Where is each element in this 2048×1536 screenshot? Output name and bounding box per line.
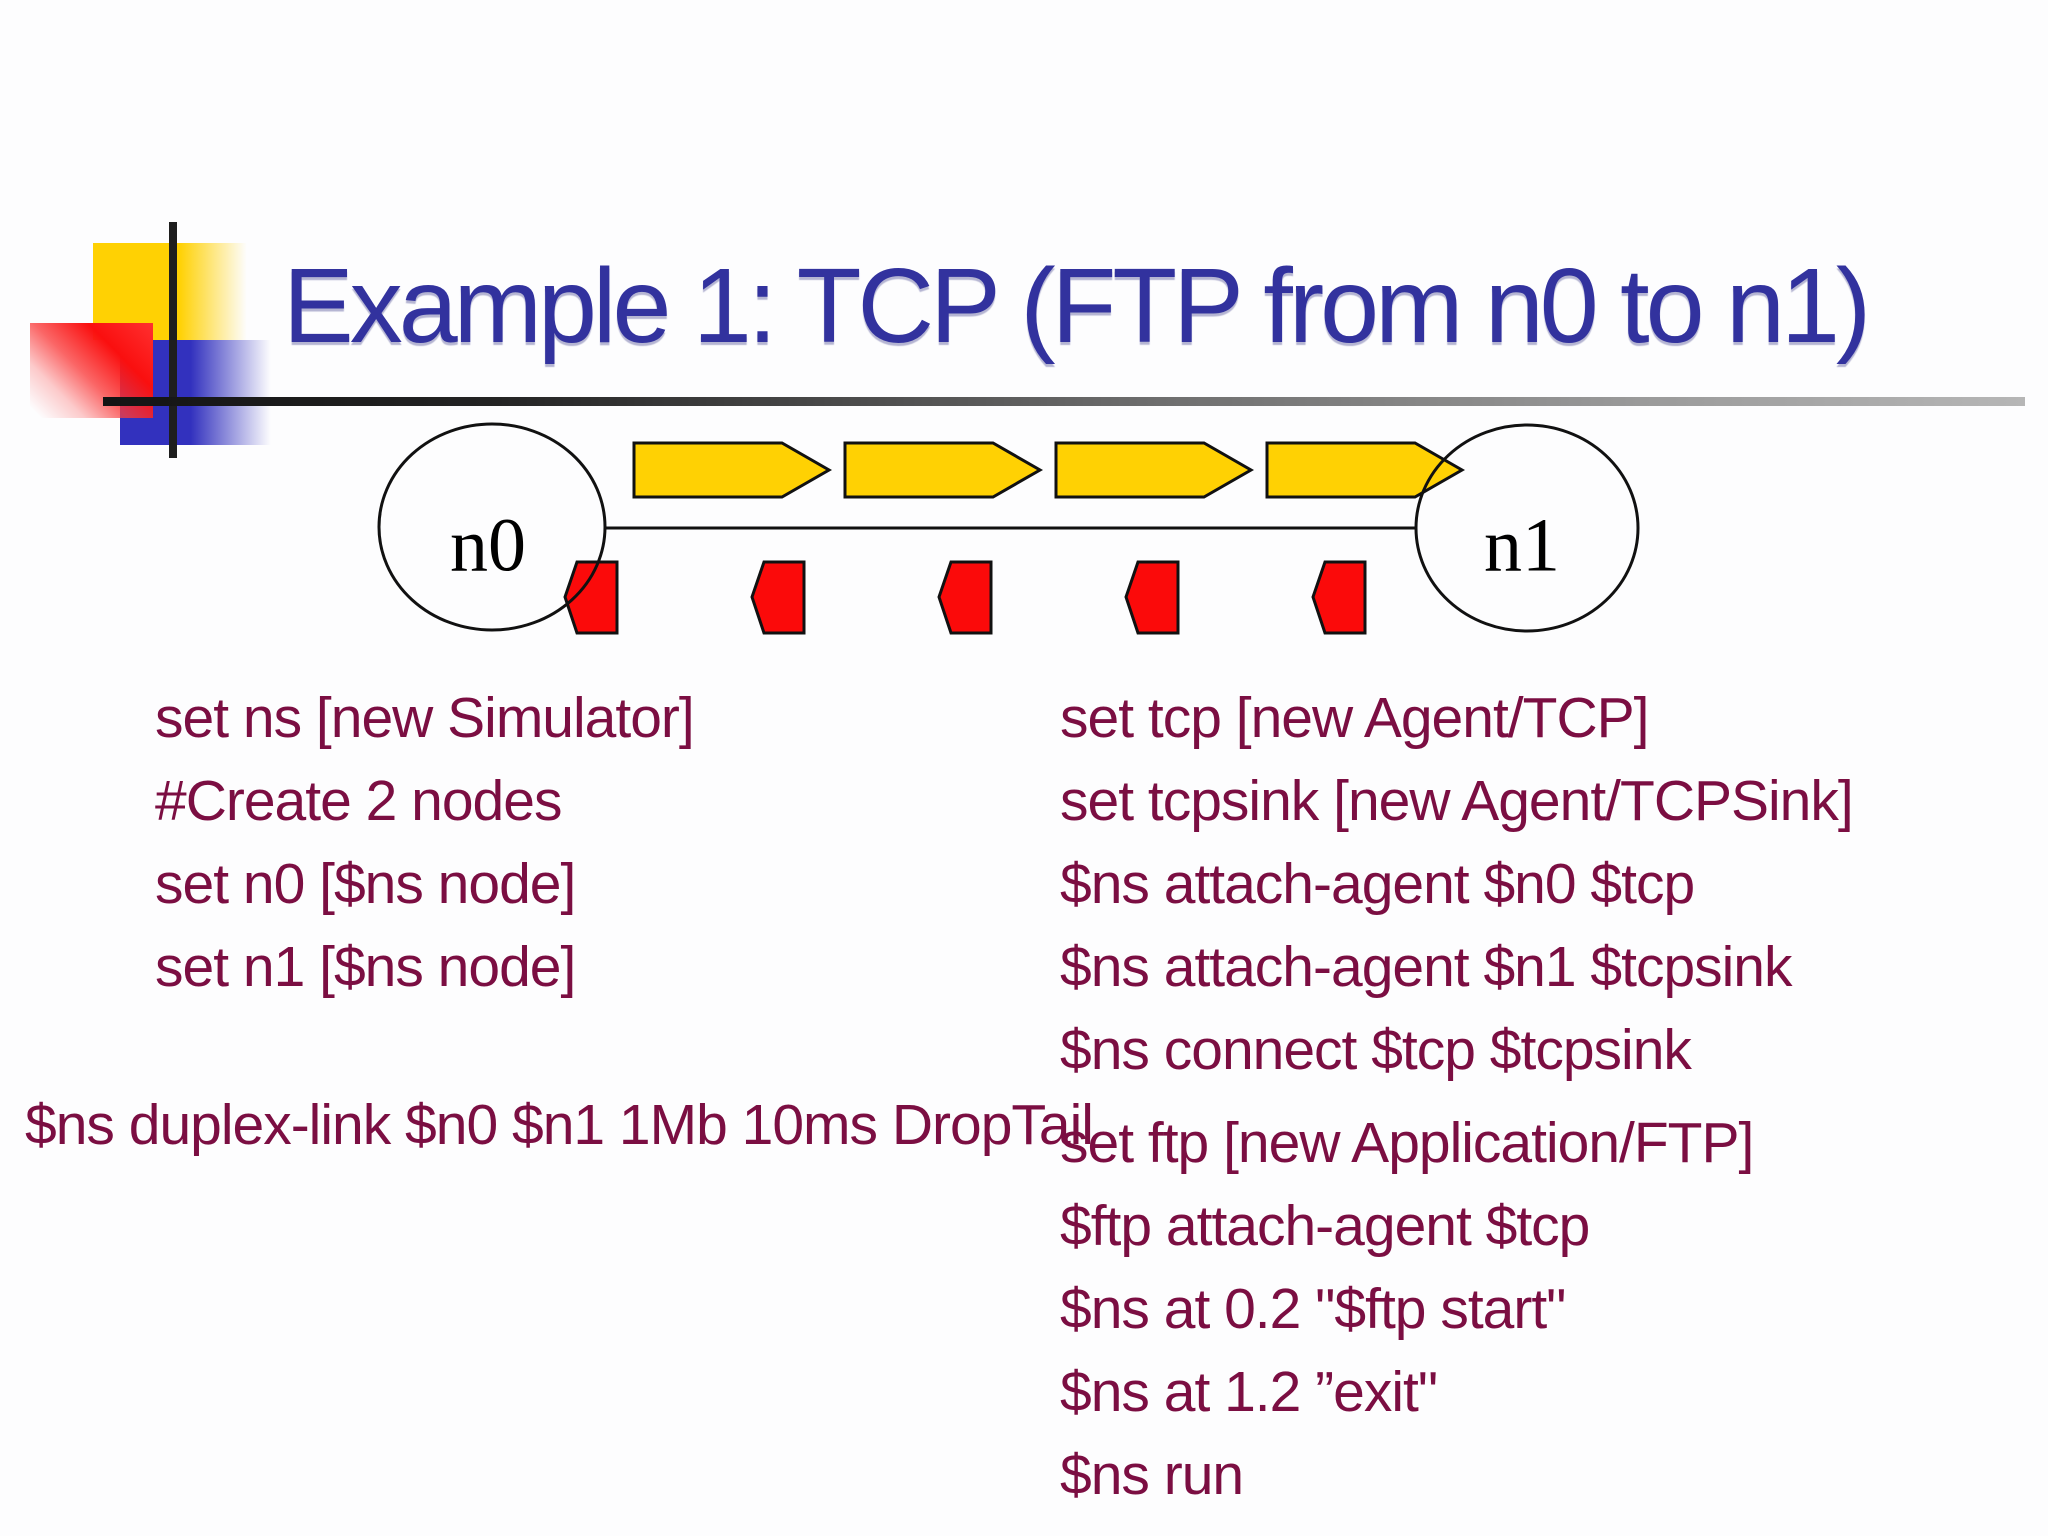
code-column-right-block1: set tcp [new Agent/TCP] set tcpsink [new … <box>1060 677 1854 1092</box>
code-line: #Create 2 nodes <box>155 769 562 833</box>
code-line: set tcpsink [new Agent/TCPSink] <box>1060 769 1854 833</box>
code-line: $ftp attach-agent $tcp <box>1060 1194 1590 1258</box>
ack-packet-arrow <box>563 560 619 635</box>
code-line: $ns attach-agent $n1 $tcpsink <box>1060 935 1793 999</box>
code-column-right-block2: set ftp [new Application/FTP] $ftp attach… <box>1060 1102 1754 1517</box>
slide-title: Example 1: TCP (FTP from n0 to n1) <box>283 247 1871 365</box>
code-line: set ns [new Simulator] <box>155 686 695 750</box>
packets-layer <box>563 441 1466 635</box>
code-line: $ns at 0.2 "$ftp start" <box>1060 1277 1566 1341</box>
node1-label: n1 <box>1484 503 1560 587</box>
code-line: $ns attach-agent $n0 $tcp <box>1060 852 1695 916</box>
code-line: $ns run <box>1060 1443 1244 1507</box>
code-line: set n1 [$ns node] <box>155 935 576 999</box>
node0-circle <box>377 422 607 632</box>
code-column-left: set ns [new Simulator] #Create 2 nodes set… <box>155 677 695 1009</box>
data-packet-arrow <box>1054 441 1255 499</box>
code-duplex-link-line: $ns duplex-link $n0 $n1 1Mb 10ms DropTai… <box>25 1093 1094 1157</box>
ack-packet-arrow <box>1311 560 1367 635</box>
code-line: set n0 [$ns node] <box>155 852 576 916</box>
node0-label: n0 <box>450 503 526 587</box>
data-packet-arrow <box>1265 441 1466 499</box>
ack-packet-arrow <box>750 560 806 635</box>
code-line: $ns connect $tcp $tcpsink <box>1060 1018 1692 1082</box>
title-divider-rule <box>103 397 2025 406</box>
node1-circle <box>1414 423 1640 633</box>
decoration-vertical-line <box>169 222 177 458</box>
code-line: $ns at 1.2 ”exit" <box>1060 1360 1438 1424</box>
code-line: set ftp [new Application/FTP] <box>1060 1111 1754 1175</box>
code-line: set tcp [new Agent/TCP] <box>1060 686 1649 750</box>
data-packet-arrow <box>632 441 833 499</box>
data-packet-arrow <box>843 441 1044 499</box>
ack-packet-arrow <box>1124 560 1180 635</box>
ack-packet-arrow <box>937 560 993 635</box>
